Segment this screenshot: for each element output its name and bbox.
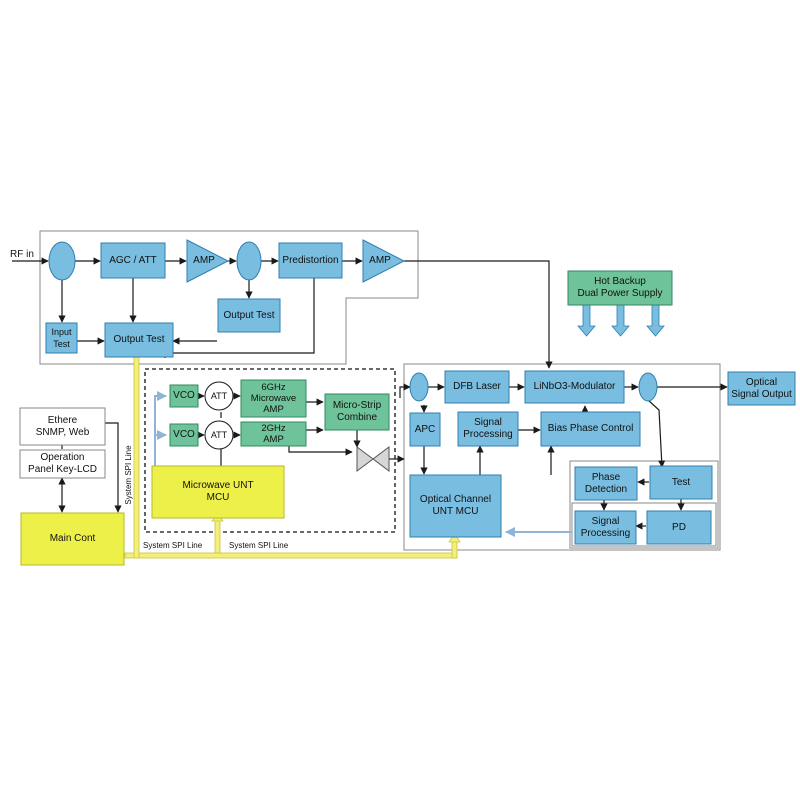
modulator-block <box>524 370 625 404</box>
amp1-triangle <box>186 239 230 283</box>
signal-processing-block-1 <box>457 411 519 447</box>
signal-processing-block-2 <box>574 510 637 545</box>
white-blocks <box>19 407 106 479</box>
amp-2ghz-block <box>240 421 307 447</box>
control-lines <box>154 391 572 537</box>
microwave-section-frame <box>144 368 396 533</box>
mid-coupler <box>236 241 262 281</box>
vco2-block <box>169 423 199 447</box>
main-cont-block <box>20 512 125 566</box>
test-subframe-outer <box>569 460 719 549</box>
input-coupler <box>48 241 76 281</box>
amp-6ghz-block <box>240 379 307 418</box>
output-coupler <box>638 372 658 402</box>
bias-phase-block <box>540 411 641 447</box>
att2-circle <box>204 420 234 450</box>
rf-section-frame <box>39 230 419 365</box>
hot-backup-block <box>567 270 673 306</box>
yellow-blocks <box>20 465 285 566</box>
pd-block <box>646 510 712 545</box>
output-test-block-bottom <box>104 322 174 358</box>
test-block <box>649 465 713 500</box>
amplifiers <box>186 239 406 283</box>
input-test-block <box>45 322 78 354</box>
apc-coupler <box>409 372 429 402</box>
agc-att-block <box>100 242 166 279</box>
test-subframe-inner <box>571 502 717 547</box>
apc-block <box>409 412 441 447</box>
phase-detection-block <box>574 466 638 501</box>
amp2-triangle <box>362 239 406 283</box>
vco1-block <box>169 384 199 408</box>
att1-circle <box>204 381 234 411</box>
optical-mcu-block <box>409 474 502 538</box>
power-arrows <box>577 304 665 337</box>
microwave-mcu-block <box>151 465 285 519</box>
signal-lines <box>12 257 728 530</box>
att-circles <box>204 381 234 450</box>
ethernet-block <box>19 407 106 446</box>
operation-panel-block <box>19 449 106 479</box>
blue-blocks <box>45 242 796 545</box>
optical-output-block <box>727 371 796 406</box>
spi-bus <box>124 342 458 559</box>
dfb-laser-block <box>444 370 510 404</box>
bowtie-combiner <box>356 446 390 472</box>
micro-strip-block <box>324 393 390 431</box>
couplers <box>48 241 658 402</box>
green-blocks <box>169 270 673 447</box>
output-test-block-top <box>217 298 281 333</box>
predistortion-block <box>278 242 343 279</box>
